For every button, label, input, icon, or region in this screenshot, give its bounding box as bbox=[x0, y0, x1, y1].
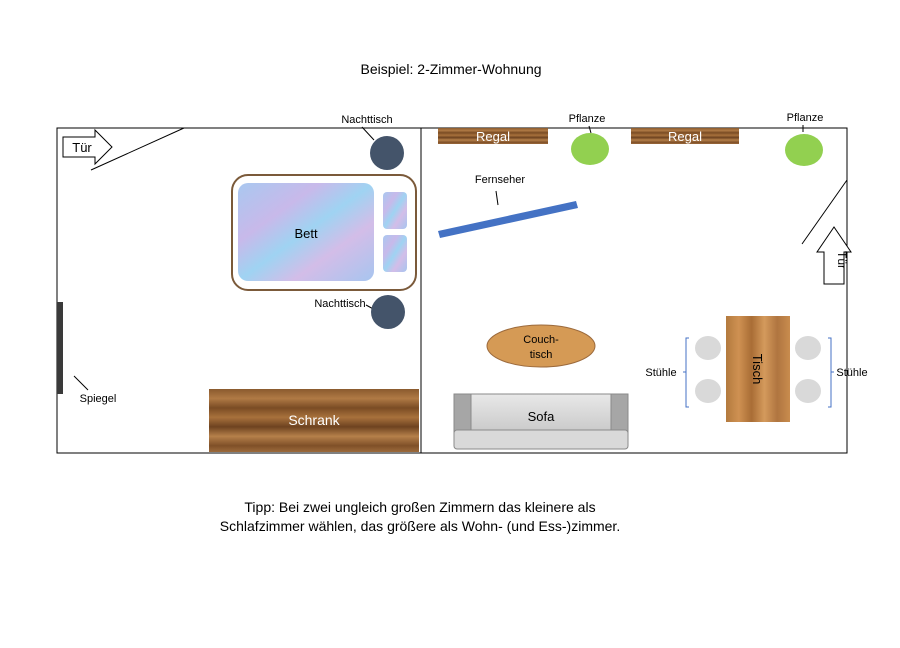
bed: Bett bbox=[231, 174, 417, 291]
wardrobe bbox=[209, 389, 419, 452]
tv-label: Fernseher bbox=[475, 174, 525, 186]
shelf-right-label: Regal bbox=[668, 129, 702, 144]
chair-right-bottom bbox=[795, 379, 821, 403]
chair-left-bottom bbox=[695, 379, 721, 403]
tip-line-2: Schlafzimmer wählen, das größere als Woh… bbox=[220, 518, 620, 534]
page-title: Beispiel: 2-Zimmer-Wohnung bbox=[360, 61, 541, 77]
bedroom-door-arrow: Tür bbox=[62, 128, 113, 166]
bed-pillow-bottom bbox=[383, 235, 407, 272]
tip-line-1: Tipp: Bei zwei ungleich großen Zimmern d… bbox=[244, 499, 595, 515]
nightstand-top-label: Nachttisch bbox=[341, 114, 392, 126]
tv bbox=[438, 201, 578, 238]
nightstand-top bbox=[370, 136, 404, 170]
plant-right bbox=[785, 134, 823, 166]
shelf-left bbox=[438, 128, 548, 144]
shelf-right bbox=[631, 128, 739, 144]
sofa-arm-left bbox=[453, 393, 472, 435]
nightstand-bottom bbox=[371, 295, 405, 329]
nightstand-bottom-label: Nachttisch bbox=[314, 298, 365, 310]
nightstand-top-leader bbox=[361, 126, 375, 141]
coffee-table-label-line1: Couch- bbox=[523, 334, 559, 346]
coffee-table-label-line2: tisch bbox=[530, 349, 553, 361]
wardrobe-label: Schrank bbox=[288, 412, 340, 428]
chairs-left-bracket bbox=[683, 337, 689, 408]
mirror-leader bbox=[73, 375, 89, 391]
bedroom-door-label: Tür bbox=[72, 140, 92, 155]
plant-left-label: Pflanze bbox=[569, 113, 606, 125]
sofa: Sofa bbox=[453, 393, 629, 450]
plant-left bbox=[571, 133, 609, 165]
chairs-right-bracket bbox=[828, 337, 834, 408]
sofa-arm-right bbox=[610, 393, 629, 435]
living-door-label: Tür bbox=[835, 251, 849, 269]
chairs-left-label: Stühle bbox=[645, 367, 676, 379]
chairs-right-label: Stühle bbox=[836, 367, 867, 379]
chair-right-top bbox=[795, 336, 821, 360]
shelf-left-label: Regal bbox=[476, 129, 510, 144]
plant-right-label: Pflanze bbox=[787, 112, 824, 124]
tv-leader bbox=[495, 190, 499, 206]
dining-table-label: Tisch bbox=[750, 354, 765, 385]
bed-pillow-top bbox=[383, 192, 407, 229]
bed-label: Bett bbox=[294, 226, 318, 241]
bedroom-door-swing bbox=[90, 127, 185, 171]
sofa-seat bbox=[453, 429, 629, 450]
living-door-swing bbox=[801, 179, 848, 245]
dining-table bbox=[726, 316, 790, 422]
living-door-arrow: Tür bbox=[816, 226, 852, 285]
mirror bbox=[57, 302, 63, 394]
coffee-table bbox=[486, 324, 596, 368]
plant-left-leader bbox=[588, 125, 592, 134]
chair-left-top bbox=[695, 336, 721, 360]
mirror-label: Spiegel bbox=[80, 393, 117, 405]
sofa-label: Sofa bbox=[528, 409, 556, 424]
